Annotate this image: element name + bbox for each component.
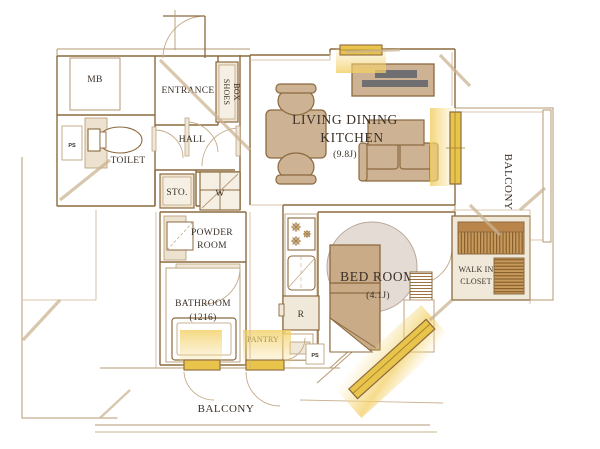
storage-label: STO. (166, 188, 187, 198)
walk-in-closet-label-1: WALK IN (459, 265, 494, 274)
dining-set (265, 83, 327, 185)
side-table (367, 119, 425, 146)
ldk-label-1: LIVING DINING (292, 112, 398, 127)
powder-room-label-1: POWDER (191, 228, 233, 238)
entrance-label: ENTRANCE (161, 86, 214, 96)
bedroom-label: BED ROOM (340, 269, 416, 284)
hall-area: HALL (151, 125, 241, 167)
bedroom-area-label: (4.1J) (366, 290, 390, 301)
bathroom-label: BATHROOM (175, 299, 231, 309)
powder-room-label-2: ROOM (197, 241, 227, 251)
window-pantry-south (245, 359, 285, 371)
shoes-box-label-1: SHOES (222, 79, 231, 105)
balcony-south-area: BALCONY (95, 367, 437, 433)
thin-detail-lines (23, 52, 531, 368)
sofa (358, 142, 439, 182)
stove-burners-icon (291, 222, 311, 246)
fridge-label: R (298, 310, 305, 320)
meter-box: MB (69, 57, 121, 111)
shoes-box: SHOES BOX (215, 61, 241, 123)
washing-machine: W (199, 171, 241, 211)
balcony-south-label: BALCONY (198, 403, 255, 415)
toilet-room: TOILET PS (60, 117, 152, 169)
pipe-shaft-2-label: PS (311, 353, 319, 359)
pipe-shaft-1-label: PS (68, 143, 76, 149)
storage-closet: STO. (159, 173, 195, 209)
bathroom-area-label: (1216) (189, 312, 216, 323)
structural-hatching (21, 48, 547, 419)
window-bathroom-south (183, 359, 221, 371)
walk-in-closet-label-2: CLOSET (460, 277, 491, 286)
hall-label: HALL (179, 135, 206, 145)
powder-room: POWDER ROOM (162, 214, 244, 261)
windows-and-glass-doors (180, 43, 465, 418)
walk-in-closet: WALK IN CLOSET (451, 215, 531, 301)
toilet-label: TOILET (111, 156, 146, 166)
meter-box-label: MB (87, 75, 102, 85)
ldk-area-label: (9.8J) (333, 149, 357, 160)
shoes-box-label-2: BOX (232, 83, 241, 101)
balcony-east-label: BALCONY (502, 154, 514, 211)
ldk-label-2: KITCHEN (320, 130, 383, 145)
window-bedroom-diagonal (332, 304, 451, 418)
washer-label: W (215, 189, 224, 199)
